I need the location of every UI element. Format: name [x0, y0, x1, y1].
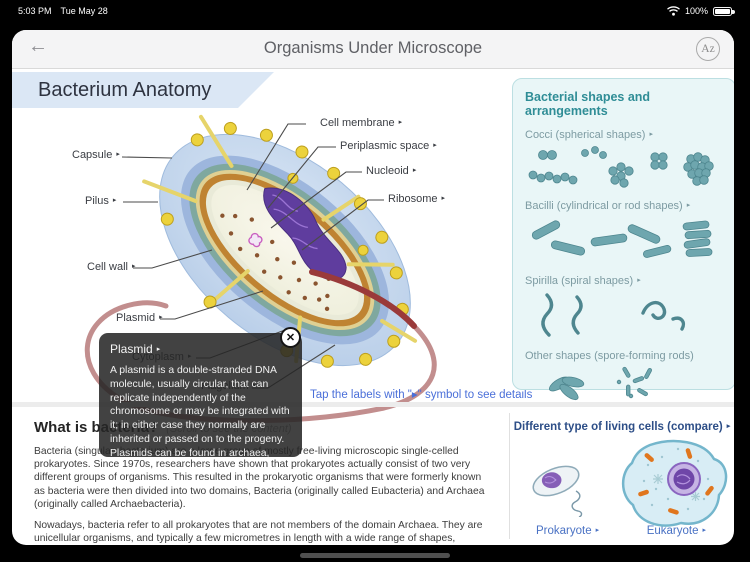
shape-item-other: Other shapes (spore-forming rods) [525, 346, 723, 406]
shape-label-spirilla[interactable]: Spirilla (spiral shapes)▸ [525, 275, 641, 287]
battery-percent: 100% [684, 6, 708, 16]
eukaryote-cell-image [621, 439, 728, 527]
shapes-panel-title: Bacterial shapes and arrangements [525, 90, 651, 118]
label-nucleoid[interactable]: Nucleoid▸ [366, 165, 417, 177]
tap-bullet-icon: ▸ [637, 277, 641, 284]
cocci-shapes-icon [528, 146, 714, 188]
tap-bullet-icon: ▸ [159, 314, 163, 321]
spore-forming-rods-icon [548, 366, 652, 401]
column-divider [509, 413, 510, 539]
shape-item-cocci: Cocci (spherical shapes)▸ [525, 125, 723, 189]
status-date: Tue May 28 [60, 6, 108, 16]
shape-item-spirilla: Spirilla (spiral shapes)▸ [525, 271, 723, 339]
flagellum-base [309, 269, 417, 329]
diagram-title-banner: Bacterium Anatomy [12, 72, 274, 108]
prokaryote-cell-image [532, 465, 583, 517]
prokaryote-label[interactable]: Prokaryote▸ [536, 525, 600, 537]
shape-label-bacilli[interactable]: Bacilli (cylindrical or rod shapes)▸ [525, 200, 691, 212]
spirilla-shapes-icon [541, 293, 686, 337]
bacterial-shapes-panel: Bacterial shapes and arrangements Cocci … [512, 78, 734, 401]
tap-bullet-icon: ▸ [702, 527, 706, 534]
app-window: ← Organisms Under Microscope Az Bacteriu… [12, 30, 734, 545]
page-title: Organisms Under Microscope [263, 39, 483, 57]
home-indicator[interactable] [300, 553, 450, 558]
tap-bullet-icon: ▸ [595, 527, 600, 534]
shape-label-other: Other shapes (spore-forming rods) [525, 350, 694, 362]
tap-bullet-icon: ▸ [726, 423, 731, 430]
label-plasmid[interactable]: Plasmid▸ [116, 312, 163, 324]
status-time: 5:03 PM [18, 6, 52, 16]
battery-icon [713, 6, 735, 16]
tap-bullet-icon: ▸ [433, 142, 437, 149]
az-glossary-button[interactable]: Az [696, 37, 720, 61]
tooltip-close-button[interactable]: ✕ [280, 327, 301, 348]
diagram-title: Bacterium Anatomy [38, 79, 212, 101]
bacilli-shapes-icon [531, 220, 713, 258]
tap-bullet-icon: ▸ [112, 197, 117, 204]
status-bar: 5:03 PM Tue May 28 100% [0, 0, 750, 22]
shape-label-cocci[interactable]: Cocci (spherical shapes)▸ [525, 129, 653, 141]
label-periplasmic-space[interactable]: Periplasmic space▸ [340, 140, 437, 152]
tap-bullet-icon: ▸ [649, 131, 653, 138]
tooltip-title: Plasmid▸ [110, 342, 161, 356]
back-button[interactable]: ← [28, 35, 48, 57]
eukaryote-label[interactable]: Eukaryote▸ [646, 525, 706, 537]
label-cell-membrane[interactable]: Cell membrane▸ [320, 117, 403, 129]
tap-bullet-icon: ▸ [441, 195, 446, 202]
compare-title[interactable]: Different type of living cells (compare)… [513, 421, 731, 433]
tap-bullet-icon: ▸ [116, 151, 120, 158]
tap-labels-hint: Tap the labels with "▸" symbol to see de… [310, 389, 533, 401]
tap-bullet-icon: ▸ [412, 167, 417, 174]
label-pilus[interactable]: Pilus▸ [85, 195, 117, 207]
label-ribosome[interactable]: Ribosome▸ [388, 193, 446, 205]
wifi-icon [667, 6, 680, 16]
compare-cells-section: Different type of living cells (compare)… [510, 411, 734, 545]
tap-bullet-icon: ▸ [131, 263, 136, 270]
nav-bar: ← Organisms Under Microscope Az [12, 30, 734, 69]
tap-bullet-icon: ▸ [156, 346, 161, 353]
shape-item-bacilli: Bacilli (cylindrical or rod shapes)▸ [525, 196, 723, 264]
plasmid-tooltip: Plasmid▸ A plasmid is a double-stranded … [99, 333, 302, 457]
label-cell-wall[interactable]: Cell wall▸ [87, 261, 136, 273]
tooltip-body: A plasmid is a double-stranded DNA molec… [110, 365, 290, 457]
label-capsule[interactable]: Capsule▸ [72, 149, 120, 161]
article-paragraph: Nowadays, bacteria refer to all prokaryo… [34, 520, 483, 545]
tap-bullet-icon: ▸ [398, 119, 403, 126]
tap-bullet-icon: ▸ [686, 202, 691, 209]
